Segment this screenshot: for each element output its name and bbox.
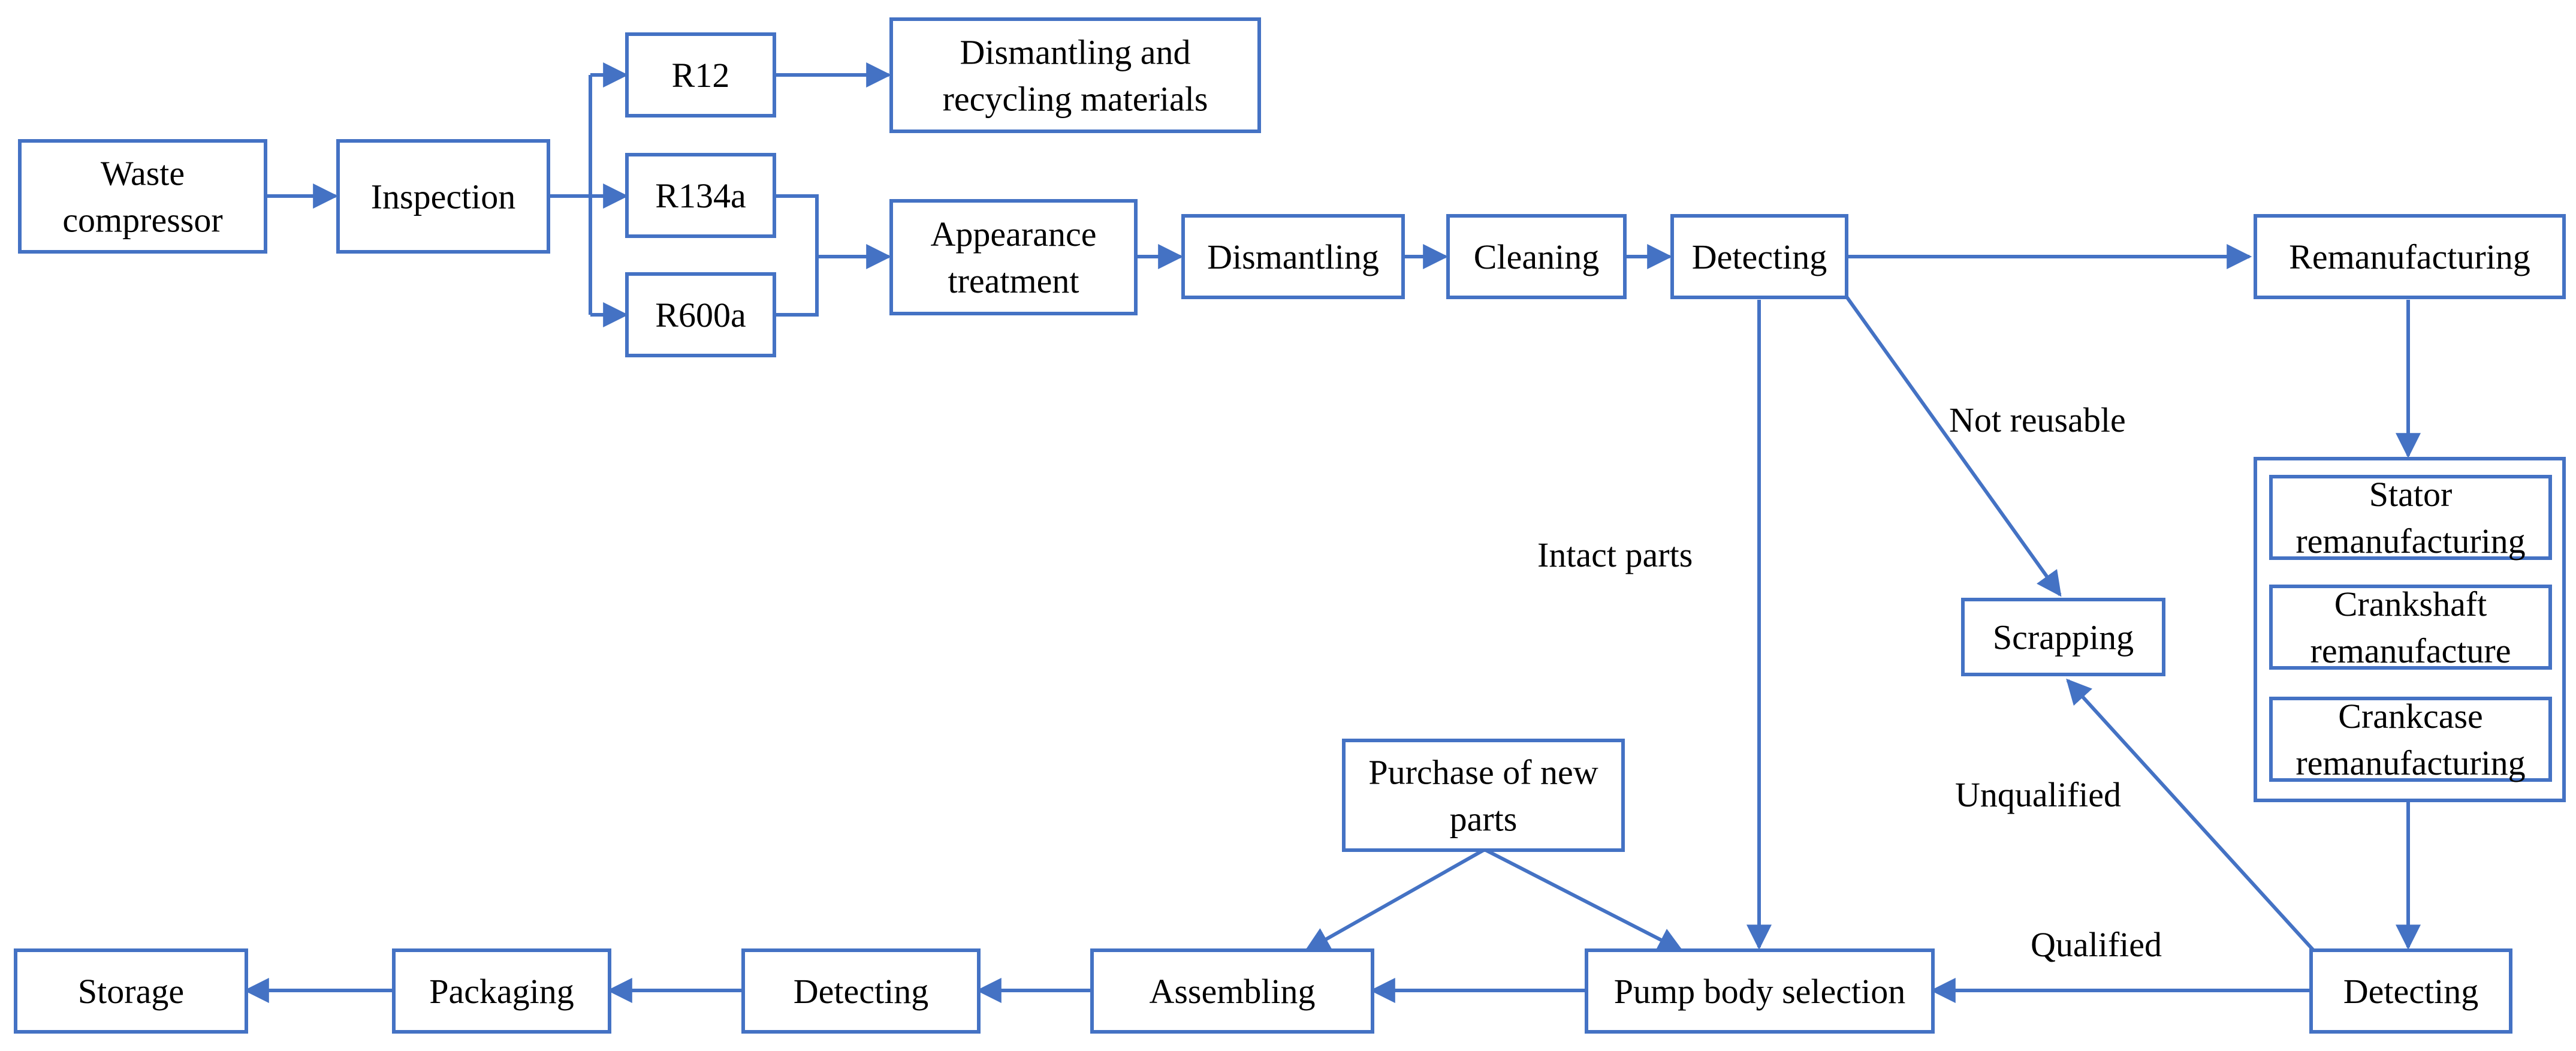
node-detecting-top-box bbox=[1670, 214, 1848, 299]
node-r600a-label: R600a bbox=[655, 296, 746, 335]
node-detecting-bottom-left-label: Detecting bbox=[794, 972, 928, 1011]
node-appearance-treatment: Appearance treatment bbox=[889, 199, 1138, 315]
node-scrapping-box bbox=[1961, 598, 2165, 676]
node-detecting-bottom-right: Detecting bbox=[2309, 948, 2512, 1034]
node-appearance-treatment-label: treatment bbox=[948, 261, 1079, 300]
arrow-detecting-to-scrapping-unqualified bbox=[2066, 678, 2315, 952]
node-crankcase-remanufacturing: Crankcase remanufacturing bbox=[2269, 697, 2552, 782]
node-crankshaft-remanufacture-box bbox=[2269, 585, 2552, 670]
node-stator-remanufacturing-box bbox=[2269, 475, 2552, 560]
node-detecting-bottom-right-label: Detecting bbox=[2343, 972, 2478, 1011]
edge-label-intact-parts: Intact parts bbox=[1537, 535, 1693, 574]
node-cleaning-box bbox=[1446, 214, 1627, 299]
node-pump-body-selection-label: Pump body selection bbox=[1614, 972, 1906, 1011]
node-waste-compressor-label: Waste bbox=[101, 154, 185, 193]
node-scrapping: Scrapping bbox=[1961, 598, 2165, 676]
node-inspection: Inspection bbox=[336, 139, 550, 254]
node-appearance-treatment-label: Appearance bbox=[931, 215, 1097, 254]
node-r134a: R134a bbox=[625, 153, 776, 238]
node-dismantling-recycling-label: Dismantling and bbox=[960, 33, 1190, 72]
node-assembling-box bbox=[1090, 948, 1374, 1034]
node-detecting-bottom-left: Detecting bbox=[741, 948, 981, 1034]
node-r134a-box bbox=[625, 153, 776, 238]
node-crankcase-remanufacturing-label: Crankcase bbox=[2338, 697, 2483, 736]
node-r12: R12 bbox=[625, 32, 776, 118]
node-storage-label: Storage bbox=[78, 972, 184, 1011]
node-packaging-label: Packaging bbox=[429, 972, 574, 1011]
node-packaging: Packaging bbox=[392, 948, 611, 1034]
node-stator-remanufacturing: Stator remanufacturing bbox=[2269, 475, 2552, 561]
node-packaging-box bbox=[392, 948, 611, 1034]
node-pump-body-selection-box bbox=[1585, 948, 1935, 1034]
node-r12-box bbox=[625, 32, 776, 118]
node-detecting-top: Detecting bbox=[1670, 214, 1848, 299]
node-detecting-bottom-left-box bbox=[741, 948, 981, 1034]
node-dismantling-recycling: Dismantling and recycling materials bbox=[889, 17, 1261, 133]
node-dismantling-recycling-box bbox=[889, 17, 1261, 133]
node-waste-compressor-label: compressor bbox=[62, 201, 222, 240]
edge-label-not-reusable: Not reusable bbox=[1949, 400, 2126, 439]
line-r134a-to-merge bbox=[774, 194, 819, 317]
node-appearance-treatment-box bbox=[889, 199, 1138, 315]
edge-label-unqualified: Unqualified bbox=[1955, 775, 2121, 814]
node-cleaning-label: Cleaning bbox=[1474, 237, 1599, 276]
node-crankcase-remanufacturing-box bbox=[2269, 697, 2552, 782]
arrow-purchase-to-pump-body bbox=[1483, 848, 1684, 952]
edge-label-qualified: Qualified bbox=[2031, 925, 2162, 964]
node-r600a: R600a bbox=[625, 272, 776, 357]
node-dismantling-label: Dismantling bbox=[1207, 237, 1379, 276]
node-pump-body-selection: Pump body selection bbox=[1585, 948, 1935, 1034]
node-storage: Storage bbox=[14, 948, 248, 1034]
node-stator-remanufacturing-label: Stator bbox=[2369, 475, 2453, 514]
node-detecting-top-label: Detecting bbox=[1692, 237, 1827, 276]
node-purchase-new-parts-label: parts bbox=[1450, 800, 1518, 839]
node-remanufacturing-box bbox=[2254, 214, 2566, 299]
arrow-detecting-to-scrapping bbox=[1845, 296, 2062, 597]
node-r12-label: R12 bbox=[672, 56, 730, 95]
node-stator-remanufacturing-label: remanufacturing bbox=[2296, 522, 2525, 561]
node-cleaning: Cleaning bbox=[1446, 214, 1627, 299]
node-remanufacturing-label: Remanufacturing bbox=[2289, 237, 2530, 276]
node-dismantling-recycling-label: recycling materials bbox=[943, 80, 1208, 119]
node-detecting-bottom-right-box bbox=[2309, 948, 2512, 1034]
node-assembling: Assembling bbox=[1090, 948, 1374, 1034]
node-crankshaft-remanufacture: Crankshaft remanufacture bbox=[2269, 585, 2552, 670]
node-crankcase-remanufacturing-label: remanufacturing bbox=[2296, 743, 2525, 782]
arrow-purchase-to-assembling bbox=[1304, 848, 1486, 952]
node-waste-compressor: Waste compressor bbox=[18, 139, 267, 254]
node-purchase-new-parts-box bbox=[1342, 739, 1625, 852]
node-inspection-label: Inspection bbox=[371, 177, 516, 216]
node-crankshaft-remanufacture-label: remanufacture bbox=[2310, 631, 2511, 670]
node-crankshaft-remanufacture-label: Crankshaft bbox=[2334, 585, 2487, 624]
node-waste-compressor-box bbox=[18, 139, 267, 254]
node-dismantling-box bbox=[1181, 214, 1405, 299]
node-storage-box bbox=[14, 948, 248, 1034]
node-dismantling: Dismantling bbox=[1181, 214, 1405, 299]
node-inspection-box bbox=[336, 139, 550, 254]
connectors bbox=[243, 62, 2421, 1003]
node-scrapping-label: Scrapping bbox=[1993, 618, 2134, 657]
node-r600a-box bbox=[625, 272, 776, 357]
node-remanufacturing: Remanufacturing bbox=[2254, 214, 2566, 299]
node-purchase-new-parts: Purchase of new parts bbox=[1342, 739, 1625, 852]
node-assembling-label: Assembling bbox=[1149, 972, 1315, 1011]
node-r134a-label: R134a bbox=[655, 176, 746, 215]
node-purchase-new-parts-label: Purchase of new bbox=[1368, 753, 1598, 792]
